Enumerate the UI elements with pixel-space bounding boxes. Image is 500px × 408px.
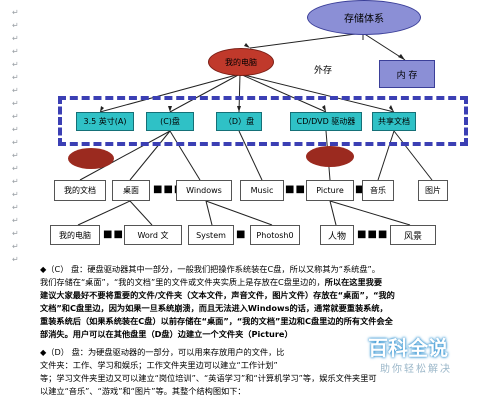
desktop-node: 桌面 [112,180,150,201]
word-doc-node: Word 文 [124,225,182,245]
windows-folder-node: Windows [176,180,232,201]
text-line: 文件夹：工作、学习和娱乐；工作文件夹里边可以建立“工作计划” [40,360,278,370]
music-folder-node: Music [240,180,284,201]
my-computer-shortcut-node: 我的电脑 [50,225,100,245]
ellipsis-dots: ■■■ [357,229,389,240]
drives-dashed-frame [58,96,468,146]
text-line: 我们存储在“桌面”，“我的文档”里的文件或文件夹实质上是存放在C盘里边的，所以在… [40,277,383,287]
text-line: 等；学习文件夹里边又可以建立“岗位培训”、“英语学习”和“计算机学习”等，娱乐文… [40,373,377,383]
paragraph-marks: ↵↵↵↵↵↵↵↵↵↵↵↵↵↵↵↵↵↵↵↵ [12,8,19,264]
shared-docs-node: 共享文档 [372,112,416,131]
text-line: 部消失。用户可以在其他盘里（D盘）边建立一个文件夹（Picture） [40,329,293,339]
text-line: 重装系统后（如果系统装在C盘）以前存储在“桌面”，“我的文档”里边和C盘里边的所… [40,316,393,326]
my-computer-node: 我的电脑 [208,48,274,76]
text-line: 以建立“音乐”、“游戏”和“图片”等。其整个结构图如下： [40,386,246,396]
system-folder-node: System [188,225,234,245]
people-folder-node: 人物 [320,225,354,245]
pictures-node: 图片 [418,180,448,201]
drive-d-node: （D）盘 [216,112,262,131]
watermark-subtitle: 助你轻松解决 [380,364,452,375]
cd-dvd-node: CD/DVD 驱动器 [290,112,362,131]
text-line: 文档”和C盘里边，因为如果一旦系统崩溃，而且无法进入Windows的话，通常就要… [40,303,388,313]
landscape-folder-node: 风景 [390,225,436,245]
text-line: 建议大家最好不要将重要的文件/文件夹（文本文件，声音文件，图片文件）存放在“桌面… [40,290,395,300]
storage-system-node: 存储体系 [307,0,421,35]
highlight-ellipse-left [68,148,114,169]
text-line: ◆（C） 盘：硬盘驱动器其中一部分，一般我们把操作系统装在C盘，所以又称其为“系… [40,264,380,274]
my-documents-node: 我的文档 [54,180,106,201]
text-line: ◆（D） 盘：为硬盘驱动器的一部分，可以用来存放用户的文件，比 [40,347,285,357]
internal-memory-node: 内 存 [379,60,435,88]
drive-c-node: (C)盘 [146,112,194,131]
photoshop-node: Photosh0 [250,225,300,245]
music-node: 音乐 [362,180,394,201]
external-storage-label: 外存 [314,66,333,76]
drive-a-node: 3.5 英寸(A) [76,112,134,131]
watermark: 百科全说 助你轻松解决 [364,330,494,378]
ellipsis-dots: ■ [236,229,247,240]
watermark-title: 百科全说 [368,336,448,360]
picture-folder-node: Picture [306,180,354,201]
ellipsis-dots: ■■■ [153,184,185,195]
ellipsis-dots: ■■■ [103,229,135,240]
ellipsis-dots: ■■ [285,184,306,195]
highlight-ellipse-right [306,146,354,167]
